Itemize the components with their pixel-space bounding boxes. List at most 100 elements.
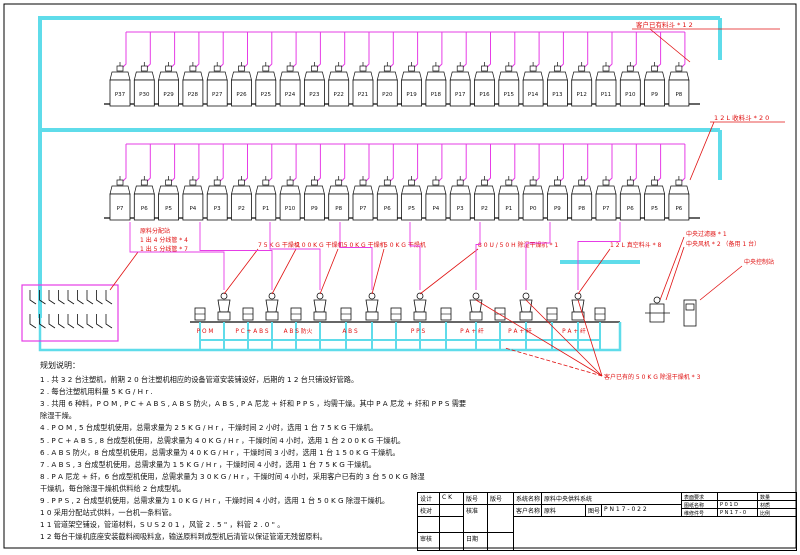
row1-machine-tag: P18 bbox=[431, 92, 442, 98]
feed-pipe bbox=[269, 222, 321, 290]
feed-pipe bbox=[525, 222, 551, 290]
row1-machine: P20 bbox=[376, 32, 398, 107]
row2-machine-tag: P8 bbox=[335, 206, 342, 212]
central-filter-leader bbox=[659, 236, 685, 301]
row2-machine-tag: P0 bbox=[530, 206, 537, 212]
vacuum-hopper bbox=[290, 307, 302, 350]
distribution-outlet bbox=[77, 290, 84, 305]
dryer-unit bbox=[217, 292, 231, 350]
material-label: P A + 纤 bbox=[460, 327, 484, 335]
row1-machine: P27 bbox=[206, 32, 228, 107]
row1-machine: P23 bbox=[303, 32, 325, 107]
existing-dryer-leader bbox=[475, 299, 603, 377]
row1-machine: P21 bbox=[352, 32, 374, 107]
row1-machine-tag: P23 bbox=[309, 92, 320, 98]
dryer-label: 2 0 0 K G 干燥机 bbox=[296, 241, 344, 249]
central-filter bbox=[645, 296, 670, 323]
row2-machine: P7 bbox=[352, 144, 374, 221]
row1-machine-tag: P14 bbox=[528, 92, 539, 98]
tb-blank bbox=[718, 493, 758, 501]
distribution-leader bbox=[109, 251, 139, 291]
note-line: 9 . P P S , 2 台成型机使用，总需求量为 1 0 K G / H r… bbox=[40, 496, 390, 506]
row1-machine: P10 bbox=[619, 32, 641, 107]
row2-machine: P8 bbox=[328, 144, 350, 221]
feed-pipe bbox=[129, 222, 225, 290]
distribution-outlet bbox=[105, 290, 113, 305]
row2-machine: P2 bbox=[474, 144, 495, 221]
distribution-outlet bbox=[96, 314, 103, 329]
tb-check-row2b bbox=[440, 517, 464, 533]
planning-notes: 规划说明： 1 . 共 3 2 台注塑机，前期 2 0 台注塑机相应的设备管道安… bbox=[40, 360, 480, 543]
row1-machine: P15 bbox=[498, 32, 520, 107]
central-fan-leader bbox=[665, 246, 685, 301]
dryer-label-leader bbox=[371, 248, 385, 295]
material-label: P P S bbox=[411, 329, 426, 335]
row2-machine-tag: P2 bbox=[481, 206, 488, 212]
feed-pipe bbox=[339, 222, 373, 290]
tb-version2-label: 版号 bbox=[488, 493, 514, 505]
central-control-label: 中央控制站 bbox=[744, 258, 774, 266]
existing-dryer-leader bbox=[525, 299, 603, 377]
row2-machine-tag: P7 bbox=[360, 206, 367, 212]
row2-machine: P3 bbox=[449, 144, 471, 221]
existing-dryer-label: 客户已有的 5 0 K G 除湿干燥机 * 3 bbox=[604, 373, 701, 381]
dryer-label-leader bbox=[319, 248, 339, 295]
row2-machine-tag: P3 bbox=[457, 206, 464, 212]
tb-date-label: 日期 bbox=[464, 533, 488, 550]
material-label: P O M bbox=[197, 329, 214, 335]
row1-machine-tag: P8 bbox=[675, 92, 682, 98]
tb-designer: C K bbox=[440, 493, 464, 505]
dryer-label-leader bbox=[223, 248, 259, 295]
row2-machine: P10 bbox=[279, 144, 301, 221]
note-line: 7 . A B S , 3 台成型机使用，总需求量为 1 5 K G / H r… bbox=[40, 459, 376, 469]
tb-version-label: 版号 bbox=[464, 493, 488, 505]
row1-machine: P19 bbox=[401, 32, 423, 107]
distribution-outlet bbox=[105, 314, 113, 329]
row1-machine-tag: P13 bbox=[552, 92, 563, 98]
row2-machine-tag: P5 bbox=[651, 206, 658, 212]
row2-machine-tag: P9 bbox=[311, 206, 318, 212]
row1-machine-tag: P28 bbox=[188, 92, 199, 98]
row2-machine: P8 bbox=[571, 144, 593, 221]
note-line: 1 2 每台干燥机底座安装截料阀吸料盒，输送原料到成型机后清管以保证管道无残留原… bbox=[40, 532, 327, 542]
row2-machine-tag: P5 bbox=[165, 206, 172, 212]
vacuum-hopper bbox=[242, 307, 254, 350]
tb-maint-label: 维修件号 bbox=[682, 509, 718, 517]
row2-machine: P1 bbox=[498, 144, 520, 221]
row1-machine-tag: P11 bbox=[601, 92, 611, 98]
row1-machine-tag: P9 bbox=[651, 92, 658, 98]
distribution-outlet bbox=[48, 290, 56, 305]
note-line: 2 . 每台注塑机用料量 5 K G / H r . bbox=[40, 387, 153, 397]
row2-machine: P6 bbox=[133, 144, 155, 221]
material-label: A B S bbox=[342, 329, 358, 335]
row2-machine-tag: P8 bbox=[578, 206, 585, 212]
dryer-label: 8 0 U / 5 0 H 除湿干燥机 * 1 bbox=[478, 241, 558, 249]
central-control-station bbox=[683, 299, 697, 327]
row1-machine: P26 bbox=[231, 32, 252, 107]
distribution-outlets bbox=[29, 290, 113, 329]
tb-system-name: 原料中央供料系统 bbox=[542, 493, 682, 505]
row1-machine-tag: P30 bbox=[139, 92, 150, 98]
row2-machine-tag: P6 bbox=[675, 206, 682, 212]
dryer-label-leader bbox=[419, 248, 479, 295]
dryer-unit bbox=[313, 292, 327, 350]
row1-machine: P22 bbox=[328, 32, 350, 107]
row1-machine-tag: P21 bbox=[358, 92, 368, 98]
row1-machine: P24 bbox=[279, 32, 301, 107]
distribution-outlet bbox=[39, 314, 46, 329]
feed-pipe bbox=[199, 222, 273, 290]
row1-machine-tag: P26 bbox=[236, 92, 247, 98]
distribution-outlet bbox=[86, 314, 94, 329]
vacuum-hopper bbox=[594, 307, 606, 350]
row1-machine: P28 bbox=[182, 32, 204, 107]
row2-machine-tag: P3 bbox=[214, 206, 221, 212]
cyan-pipe-network bbox=[38, 16, 722, 318]
row2-machine: P5 bbox=[158, 144, 180, 221]
material-label: A B S 防火 bbox=[284, 327, 313, 335]
distribution-outlet bbox=[58, 290, 65, 305]
distribution-outlet bbox=[86, 290, 94, 305]
row2-machine-tag: P6 bbox=[141, 206, 148, 212]
row2-machine: P9 bbox=[303, 144, 325, 221]
row1-machine-tag: P22 bbox=[334, 92, 344, 98]
